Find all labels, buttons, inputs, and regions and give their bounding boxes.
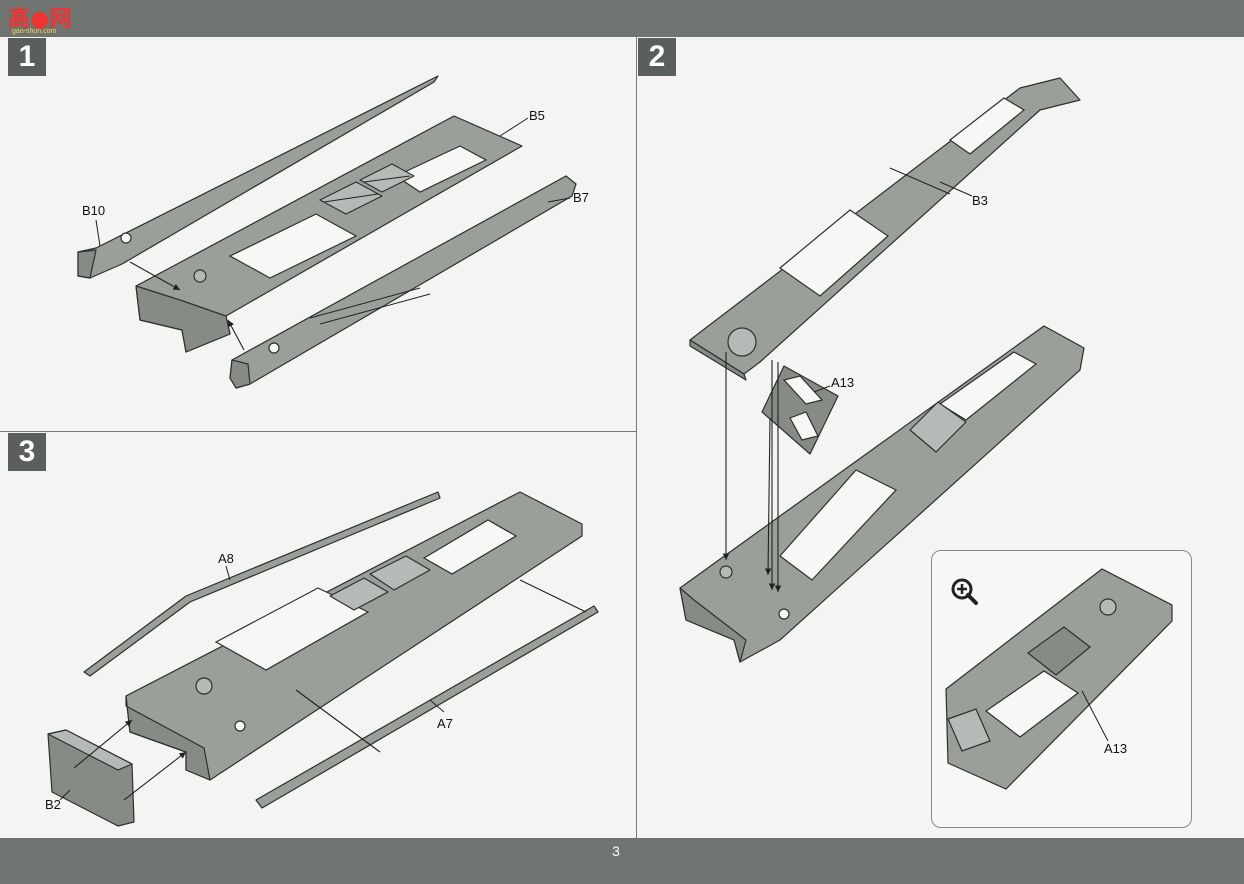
detail-label-a13: A13 xyxy=(1104,741,1128,756)
detail-inset xyxy=(931,550,1192,828)
footer-band xyxy=(0,838,1244,884)
step2-drawing xyxy=(679,77,1085,663)
step-number-2: 2 xyxy=(638,38,676,76)
site-logo: 高●网 gao-shun.com xyxy=(8,6,72,36)
part-label-b3: B3 xyxy=(972,193,988,208)
column-divider xyxy=(636,37,637,838)
step1-drawing xyxy=(77,75,577,389)
step-number-1: 1 xyxy=(8,38,46,76)
step3-drawing xyxy=(47,491,599,827)
detail-drawing xyxy=(945,568,1173,790)
row-divider xyxy=(0,431,637,432)
part-label-b5: B5 xyxy=(529,108,545,123)
logo-subtitle: gao-shun.com xyxy=(12,28,57,35)
logo-mark: 高●网 xyxy=(8,7,72,32)
step-number-3: 3 xyxy=(8,433,46,471)
magnifier-plus-icon xyxy=(951,578,978,605)
page-number: 3 xyxy=(612,843,620,859)
part-label-a13: A13 xyxy=(831,375,855,390)
header-band: 高●网 gao-shun.com xyxy=(0,0,1244,37)
part-label-a7: A7 xyxy=(437,716,453,731)
part-label-a8: A8 xyxy=(218,551,234,566)
part-label-b7: B7 xyxy=(573,190,589,205)
part-label-b10: B10 xyxy=(82,203,106,218)
part-label-b2: B2 xyxy=(45,797,61,812)
